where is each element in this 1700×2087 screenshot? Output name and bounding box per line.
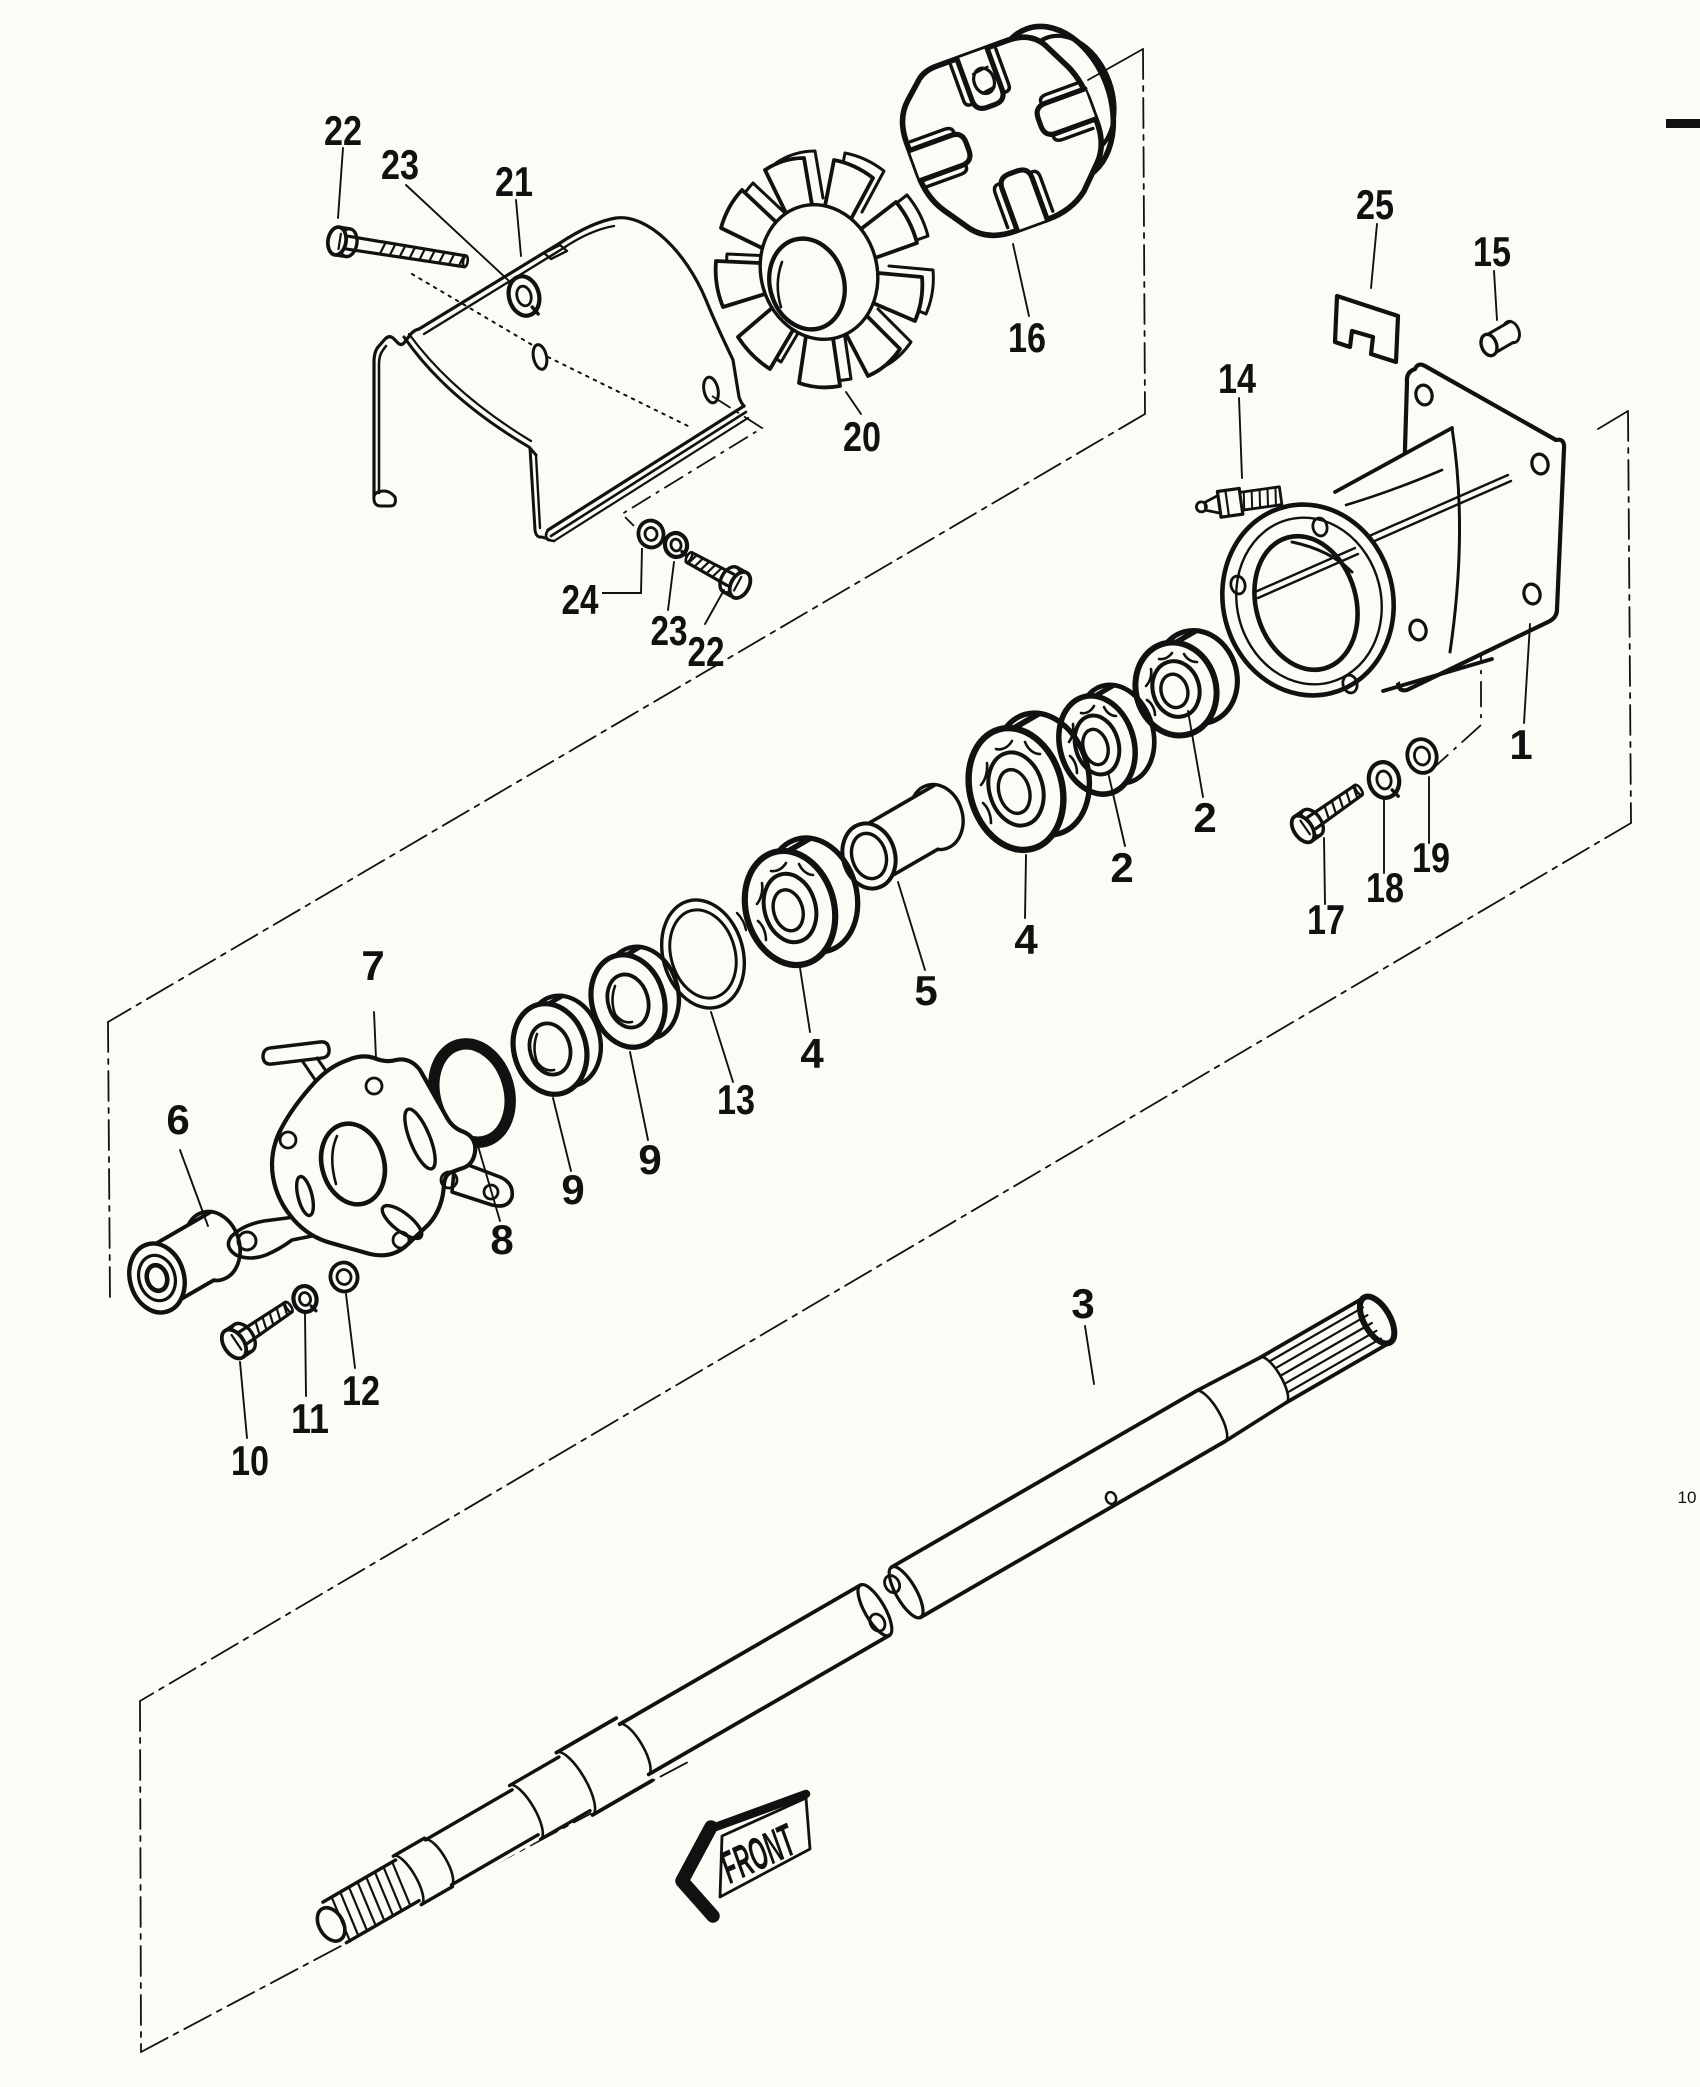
svg-text:7: 7: [361, 942, 384, 989]
svg-text:10: 10: [1678, 1488, 1697, 1507]
svg-text:24: 24: [562, 576, 600, 623]
svg-text:10: 10: [231, 1437, 269, 1484]
svg-text:1: 1: [1509, 721, 1532, 768]
svg-text:21: 21: [495, 158, 533, 205]
svg-text:12: 12: [342, 1367, 380, 1414]
svg-text:17: 17: [1307, 896, 1345, 943]
svg-text:18: 18: [1366, 864, 1404, 911]
svg-text:19: 19: [1412, 834, 1450, 881]
svg-text:23: 23: [651, 607, 688, 654]
svg-text:9: 9: [638, 1136, 661, 1183]
svg-text:11: 11: [291, 1395, 329, 1442]
svg-text:25: 25: [1356, 181, 1394, 228]
svg-text:14: 14: [1218, 355, 1257, 402]
svg-text:22: 22: [324, 107, 362, 154]
svg-text:15: 15: [1473, 228, 1511, 275]
svg-text:5: 5: [914, 967, 937, 1014]
svg-text:4: 4: [800, 1030, 824, 1077]
svg-text:8: 8: [490, 1216, 513, 1263]
svg-text:23: 23: [381, 141, 419, 188]
svg-text:13: 13: [717, 1076, 755, 1123]
svg-text:6: 6: [166, 1096, 189, 1143]
svg-text:16: 16: [1008, 314, 1046, 361]
svg-text:2: 2: [1193, 794, 1216, 841]
svg-text:3: 3: [1071, 1280, 1094, 1327]
svg-text:9: 9: [561, 1166, 584, 1213]
svg-text:22: 22: [688, 628, 725, 675]
svg-text:2: 2: [1110, 844, 1133, 891]
svg-text:4: 4: [1014, 916, 1038, 963]
svg-text:20: 20: [843, 413, 881, 460]
